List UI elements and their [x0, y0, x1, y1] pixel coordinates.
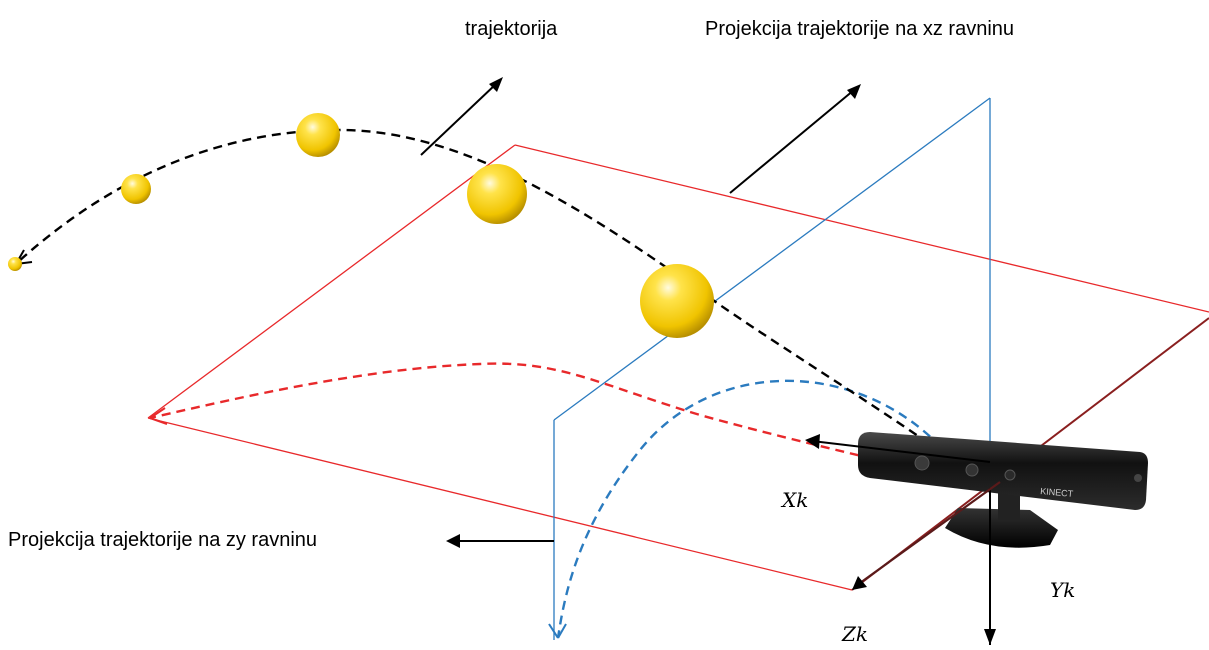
zy-projection-label: Projekcija trajektorije na zy ravninu	[8, 529, 318, 551]
ball-3	[296, 113, 340, 157]
ball-2	[121, 174, 151, 204]
xz-projection-pointer-arrow	[729, 84, 861, 194]
y-axis-label: Yk	[1050, 578, 1076, 602]
xz-plane	[147, 144, 1209, 591]
xz-projection-curve	[149, 362, 991, 489]
trajectory-curve	[17, 128, 991, 488]
zy-projection-curve	[556, 379, 961, 639]
trajectory-label: trajektorija	[465, 18, 558, 40]
zy-projection-arrowhead	[548, 623, 567, 639]
xz-projection-arrowhead	[149, 407, 168, 425]
zy-plane	[553, 97, 991, 640]
ball-4	[467, 164, 527, 224]
y-axis-arrow	[984, 488, 996, 645]
ball-5	[640, 264, 714, 338]
z-axis-arrow	[852, 481, 1001, 590]
z-axis-label: Zk	[842, 622, 869, 646]
kinect-brand-text: KINECT	[1040, 486, 1074, 499]
kinect-device	[858, 432, 1148, 548]
x-axis-arrow	[805, 434, 991, 463]
ball-1	[8, 257, 22, 271]
zy-projection-pointer-arrow	[446, 534, 554, 548]
trajectory-pointer-arrow	[420, 77, 503, 156]
x-axis-label: Xk	[782, 488, 809, 512]
xz-projection-label: Projekcija trajektorije na xz ravninu	[705, 18, 1015, 40]
